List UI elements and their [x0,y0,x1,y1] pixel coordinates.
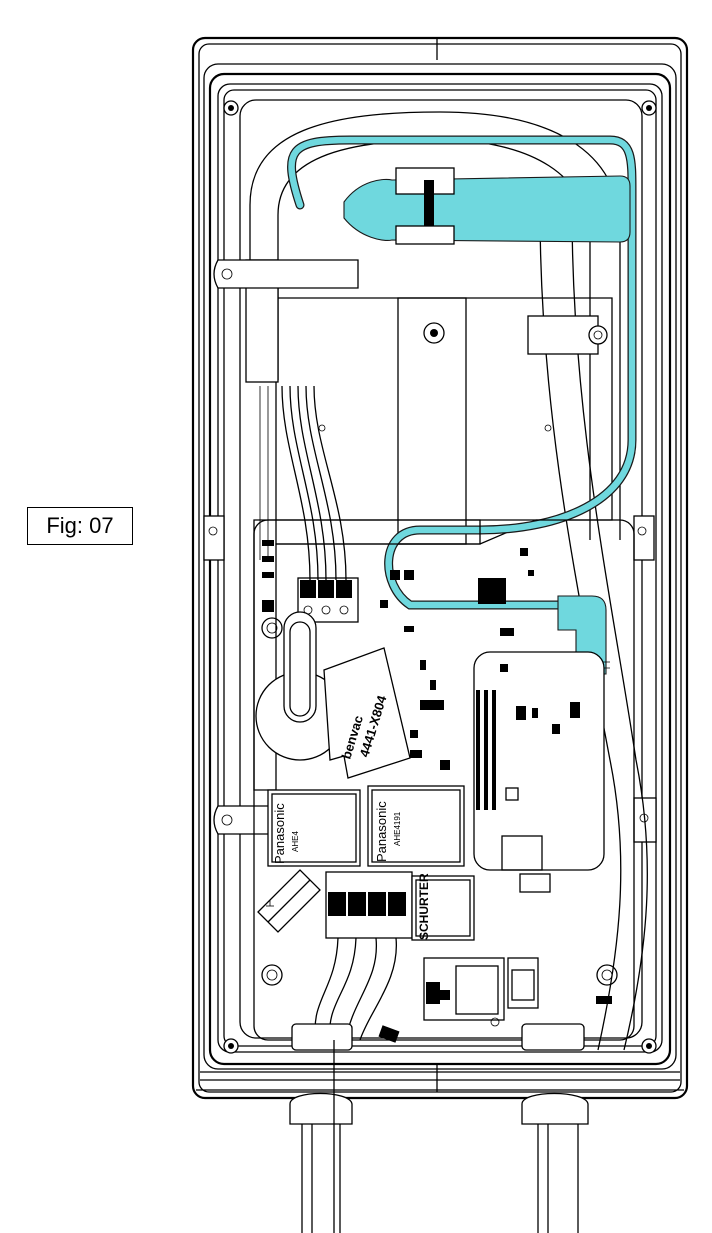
header-pins [476,690,496,810]
earth-bracket [257,869,321,933]
coil-with-label: benvac 4441-X804 [255,611,411,779]
filter-brand: SCHURTER [417,873,431,940]
controller-board [473,651,605,893]
terminal-block-lower [314,871,413,1041]
line-filter: SCHURTER [411,873,475,941]
corner-screws [223,100,657,1054]
exit-cables [301,1040,579,1233]
relay-right-code: AHE4191 [393,811,402,846]
figure-label: Fig: 07 [27,507,133,545]
relay-left-code: AHE4 [291,831,300,852]
enclosure-shell [191,36,689,1100]
relay-right-brand: Panasonic [374,801,389,862]
pcb-dots [262,540,534,770]
power-connector-block [423,957,612,1027]
relay-right: Panasonic AHE4191 [367,785,465,867]
cable-glands [289,1023,589,1125]
relay-left-brand: Panasonic [272,803,287,864]
terminal-block-upper [259,385,359,623]
relay-left: Panasonic AHE4 [267,789,361,867]
